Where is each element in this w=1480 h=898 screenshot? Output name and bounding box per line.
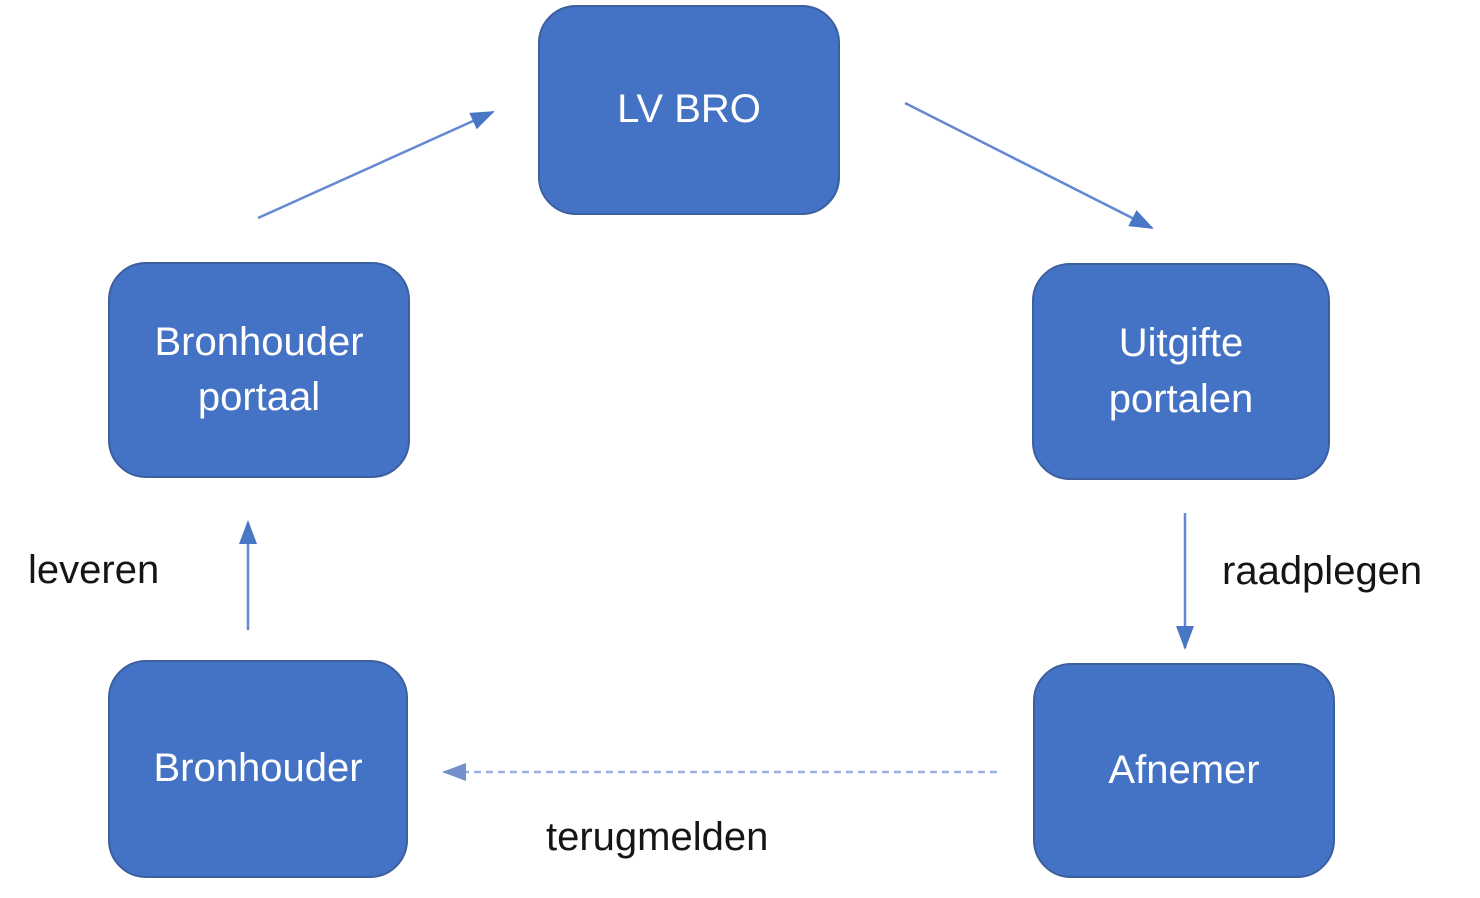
node-uitgifte-portalen: Uitgifte portalen: [1032, 263, 1330, 480]
node-uitgifte-portalen-label: Uitgifte portalen: [1108, 321, 1254, 421]
node-lv-bro-label: LV BRO: [617, 87, 761, 132]
edge-label-leveren: leveren: [28, 548, 160, 592]
edge-label-terugmelden: terugmelden: [546, 815, 769, 859]
node-bronhouder-portaal-label: Bronhouder portaal: [154, 319, 364, 419]
node-bronhouder-label: Bronhouder: [153, 746, 363, 791]
node-bronhouder-portaal: Bronhouder portaal: [108, 262, 410, 478]
node-afnemer: Afnemer: [1033, 663, 1335, 878]
edge-label-raadplegen: raadplegen: [1222, 549, 1423, 593]
node-lv-bro: LV BRO: [538, 5, 840, 215]
arrow-lv-bro-to-uitgifte-portalen: [904, 101, 1154, 230]
node-afnemer-label: Afnemer: [1108, 747, 1260, 792]
node-bronhouder: Bronhouder: [108, 660, 408, 878]
arrow-bronhouder-portaal-to-lv-bro: [257, 110, 495, 220]
